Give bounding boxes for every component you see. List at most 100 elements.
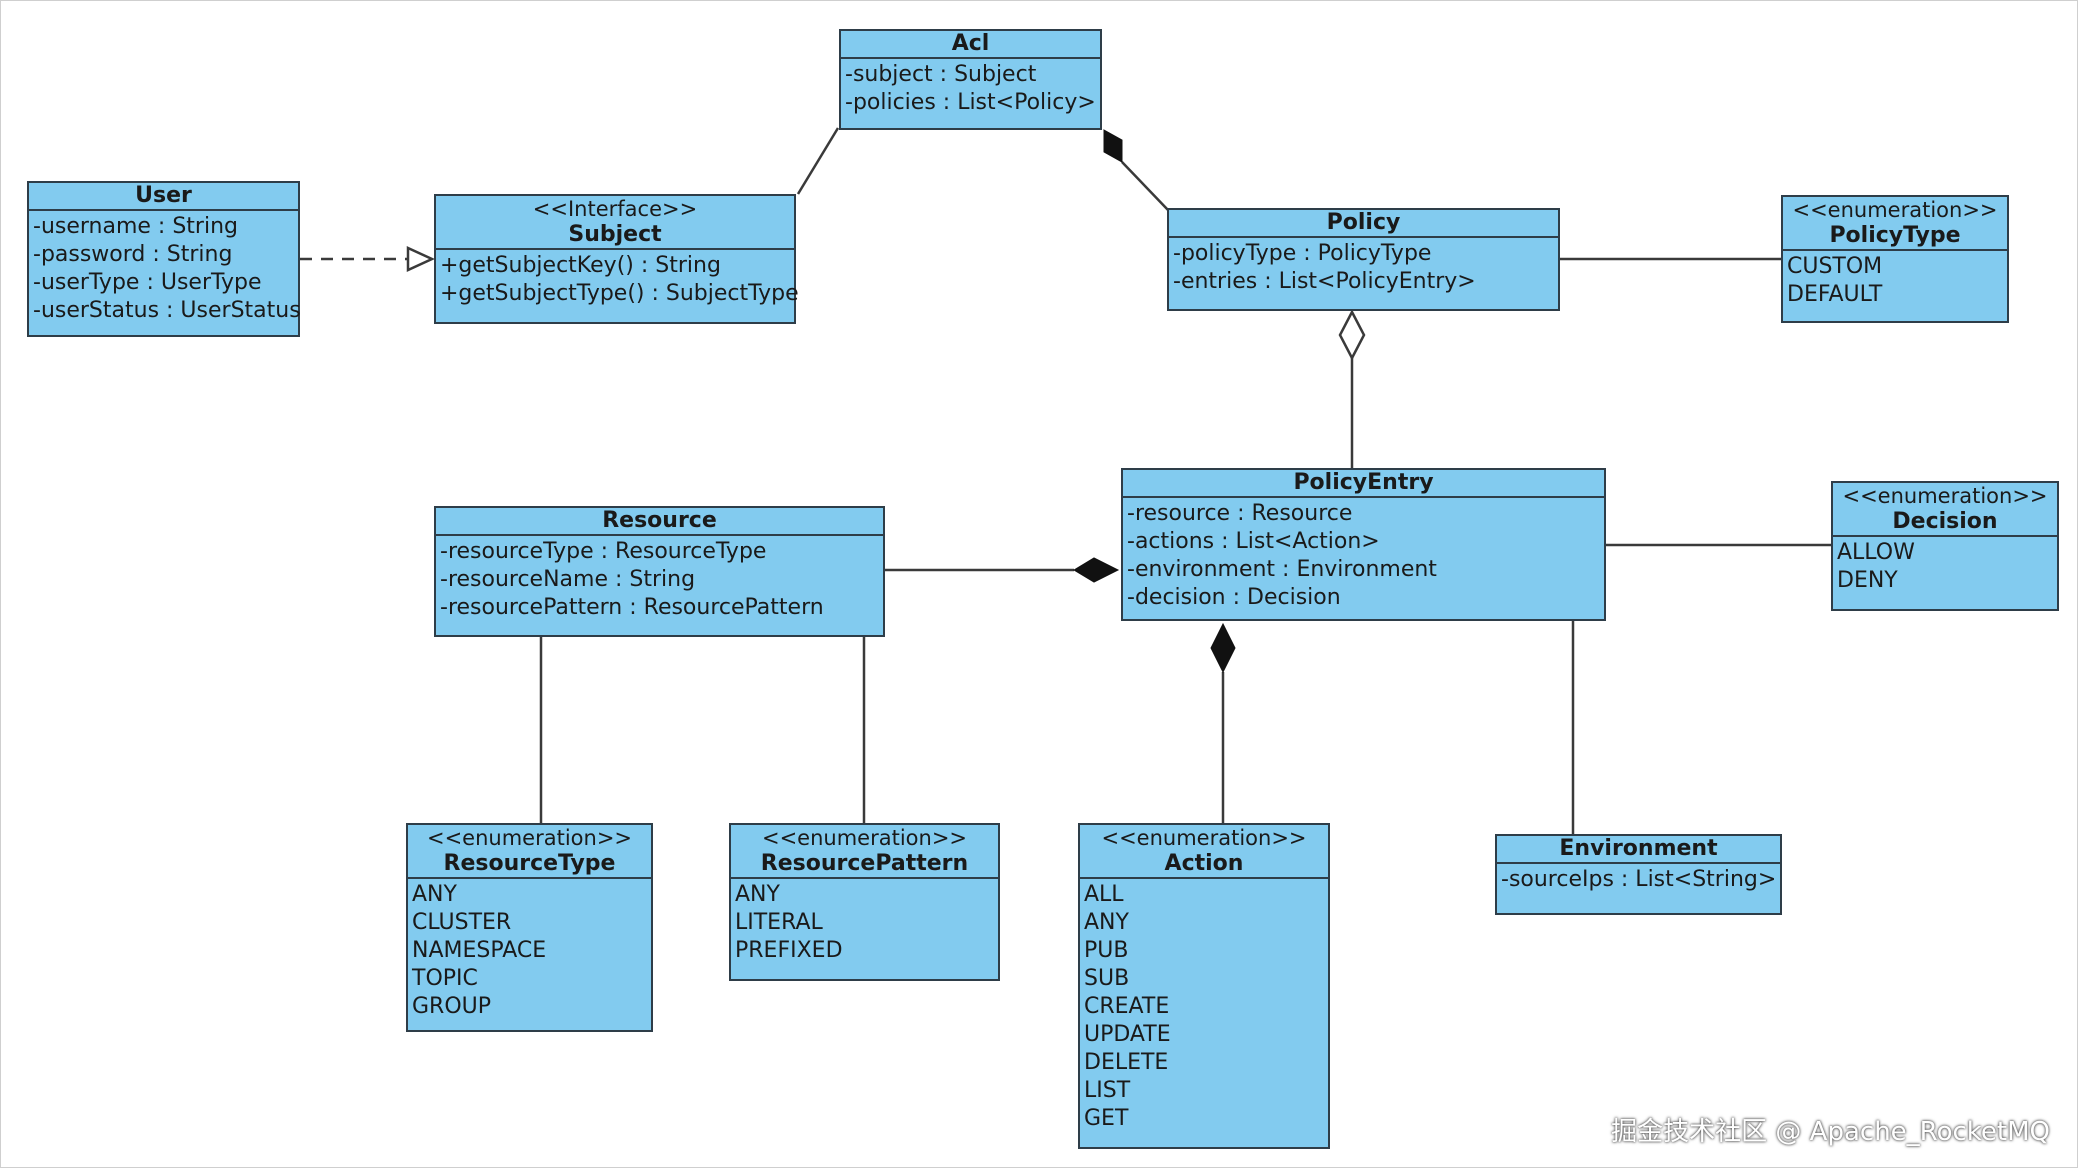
class-user-name: User <box>135 183 192 208</box>
interface-subject: <<Interface>> Subject +getSubjectKey() :… <box>434 194 799 324</box>
member-row: -resourceType : ResourceType <box>440 539 767 564</box>
enum-action: <<enumeration>> Action ALL ANY PUB SUB CREAT… <box>1078 823 1330 1149</box>
class-environment-name: Environment <box>1559 836 1718 861</box>
member-row: +getSubjectType() : SubjectType <box>440 281 799 306</box>
class-user: User -username : String -password : Strin… <box>27 181 301 337</box>
subject-acl-association <box>796 127 840 195</box>
member-row: DENY <box>1837 568 1898 593</box>
member-row: -sourceIps : List<String> <box>1501 867 1777 892</box>
member-row: -policyType : PolicyType <box>1173 241 1432 266</box>
enum-resourcepattern: <<enumeration>> ResourcePattern ANY LITER… <box>729 823 1000 981</box>
member-row: ALLOW <box>1837 540 1915 565</box>
enum-resourcetype: <<enumeration>> ResourceType ANY CLUSTER N… <box>406 823 653 1032</box>
enum-action-name: Action <box>1164 851 1244 876</box>
acl-policy-composition-line <box>1121 161 1169 211</box>
class-environment-members: -sourceIps : List<String> <box>1497 864 1780 894</box>
member-row: TOPIC <box>412 966 478 991</box>
class-resource-header: Resource <box>436 508 883 536</box>
class-policy: Policy -policyType : PolicyType -entries … <box>1167 208 1560 311</box>
member-row: -actions : List<Action> <box>1127 529 1380 554</box>
member-row: -resourceName : String <box>440 567 696 592</box>
member-row: LITERAL <box>735 910 823 935</box>
member-row: CLUSTER <box>412 910 512 935</box>
member-row: -resourcePattern : ResourcePattern <box>440 595 824 620</box>
resource-composition-diamond <box>1073 557 1120 583</box>
class-acl-name: Acl <box>951 31 990 56</box>
class-policy-header: Policy <box>1169 210 1558 238</box>
enum-decision-header: <<enumeration>> Decision <box>1833 483 2057 537</box>
enum-decision-name: Decision <box>1892 509 1998 534</box>
action-composition-diamond <box>1210 622 1236 674</box>
enum-resourcepattern-name: ResourcePattern <box>760 851 969 876</box>
member-row: -userStatus : UserStatus <box>33 298 301 323</box>
enum-resourcetype-header: <<enumeration>> ResourceType <box>408 825 651 879</box>
member-row: -decision : Decision <box>1127 585 1341 610</box>
enum-policytype: <<enumeration>> PolicyType CUSTOM DEFAULT <box>1781 195 2009 323</box>
class-policyentry-name: PolicyEntry <box>1293 470 1434 495</box>
interface-subject-name: Subject <box>568 222 662 247</box>
enum-resourcetype-stereotype: <<enumeration>> <box>426 826 633 850</box>
class-policyentry-members: -resource : Resource -actions : List<Acti… <box>1123 498 1604 612</box>
member-row: -policies : List<Policy> <box>845 90 1096 115</box>
class-resource-members: -resourceType : ResourceType -resourceNam… <box>436 536 883 622</box>
member-row: ANY <box>735 882 780 907</box>
class-policyentry: PolicyEntry -resource : Resource -actions… <box>1121 468 1606 621</box>
member-row: -resource : Resource <box>1127 501 1353 526</box>
enum-decision-stereotype: <<enumeration>> <box>1842 484 2048 508</box>
member-row: DELETE <box>1084 1050 1169 1075</box>
interface-subject-stereotype: <<Interface>> <box>532 197 698 221</box>
acl-composition-diamond <box>1103 129 1123 163</box>
member-row: ANY <box>1084 910 1129 935</box>
member-row: -subject : Subject <box>845 62 1037 87</box>
member-row: PREFIXED <box>735 938 843 963</box>
member-row: ALL <box>1084 882 1124 907</box>
member-row: -username : String <box>33 214 238 239</box>
enum-resourcetype-values: ANY CLUSTER NAMESPACE TOPIC GROUP <box>408 879 651 1021</box>
policy-aggregation-diamond <box>1338 309 1366 361</box>
class-user-members: -username : String -password : String -use… <box>29 211 301 325</box>
enum-policytype-values: CUSTOM DEFAULT <box>1783 251 2007 309</box>
class-policy-name: Policy <box>1326 210 1401 235</box>
enum-decision-values: ALLOW DENY <box>1833 537 2057 595</box>
class-policyentry-header: PolicyEntry <box>1123 470 1604 498</box>
member-row: NAMESPACE <box>412 938 547 963</box>
enum-action-values: ALL ANY PUB SUB CREATE UPDATE DELETE LIST GET <box>1080 879 1328 1133</box>
class-environment-header: Environment <box>1497 836 1780 864</box>
class-environment: Environment -sourceIps : List<String> <box>1495 834 1782 915</box>
enum-resourcepattern-header: <<enumeration>> ResourcePattern <box>731 825 998 879</box>
member-row: GET <box>1084 1106 1129 1131</box>
member-row: PUB <box>1084 938 1129 963</box>
realization-arrowhead <box>406 246 436 272</box>
member-row: CREATE <box>1084 994 1170 1019</box>
enum-decision: <<enumeration>> Decision ALLOW DENY <box>1831 481 2059 611</box>
enum-resourcetype-name: ResourceType <box>443 851 616 876</box>
member-row: LIST <box>1084 1078 1131 1103</box>
member-row: ANY <box>412 882 457 907</box>
enum-action-stereotype: <<enumeration>> <box>1101 826 1307 850</box>
class-policy-members: -policyType : PolicyType -entries : List<… <box>1169 238 1558 296</box>
member-row: UPDATE <box>1084 1022 1171 1047</box>
member-row: SUB <box>1084 966 1130 991</box>
class-acl-header: Acl <box>841 31 1100 59</box>
enum-policytype-name: PolicyType <box>1829 223 1961 248</box>
interface-subject-header: <<Interface>> Subject <box>436 196 794 250</box>
member-row: CUSTOM <box>1787 254 1883 279</box>
interface-subject-members: +getSubjectKey() : String +getSubjectType… <box>436 250 799 308</box>
member-row: DEFAULT <box>1787 282 1883 307</box>
member-row: -userType : UserType <box>33 270 262 295</box>
member-row: -entries : List<PolicyEntry> <box>1173 269 1476 294</box>
member-row: +getSubjectKey() : String <box>440 253 721 278</box>
member-row: GROUP <box>412 994 492 1019</box>
class-resource-name: Resource <box>602 508 717 533</box>
enum-action-header: <<enumeration>> Action <box>1080 825 1328 879</box>
enum-policytype-stereotype: <<enumeration>> <box>1792 198 1998 222</box>
class-user-header: User <box>29 183 298 211</box>
member-row: -environment : Environment <box>1127 557 1437 582</box>
enum-resourcepattern-stereotype: <<enumeration>> <box>761 826 968 850</box>
watermark: 掘金技术社区 @ Apache_RocketMQ <box>1611 1117 2050 1147</box>
enum-policytype-header: <<enumeration>> PolicyType <box>1783 197 2007 251</box>
member-row: -password : String <box>33 242 233 267</box>
